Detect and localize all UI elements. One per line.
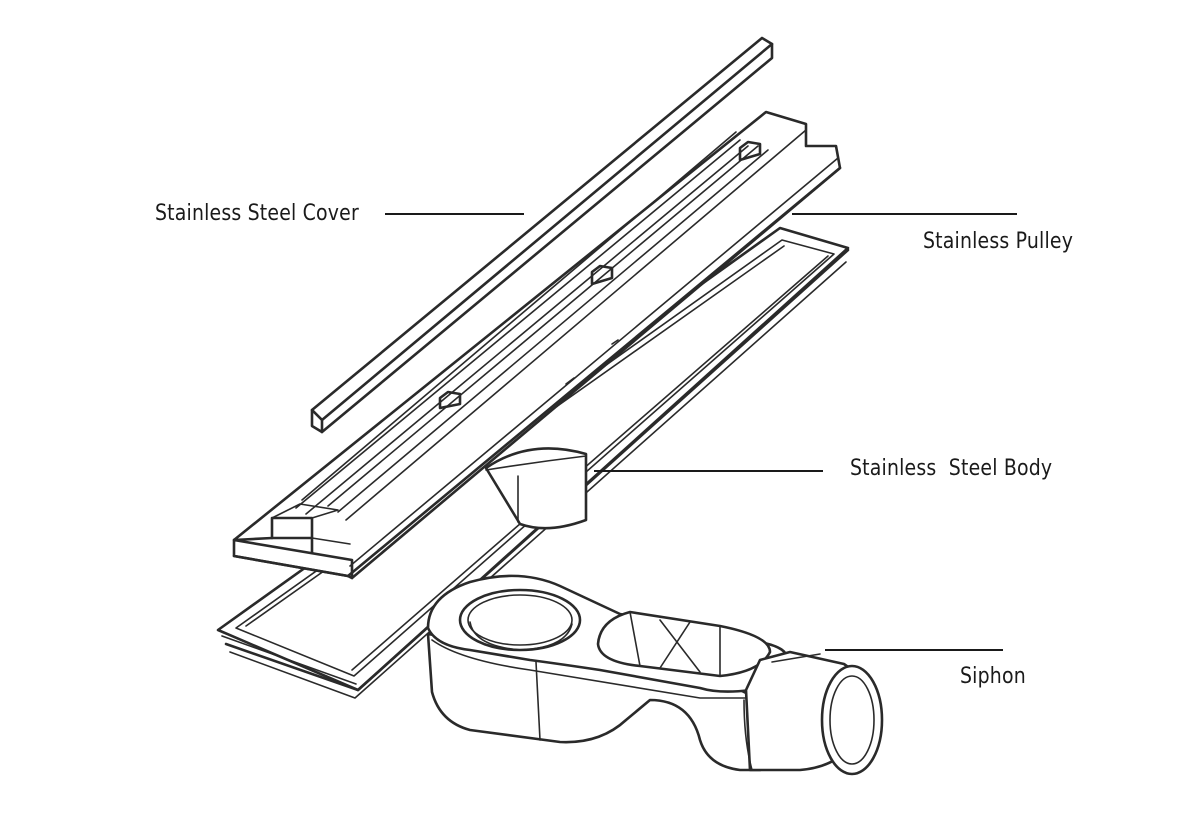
label-stainless-pulley: Stainless Pulley	[923, 229, 1074, 254]
label-stainless-steel-body: Stainless Steel Body	[850, 456, 1053, 481]
label-siphon: Siphon	[960, 664, 1026, 689]
siphon-part	[426, 574, 884, 776]
stainless-pulley-part	[232, 110, 842, 580]
label-stainless-steel-cover: Stainless Steel Cover	[155, 201, 359, 226]
stainless-steel-cover-part	[310, 36, 774, 434]
